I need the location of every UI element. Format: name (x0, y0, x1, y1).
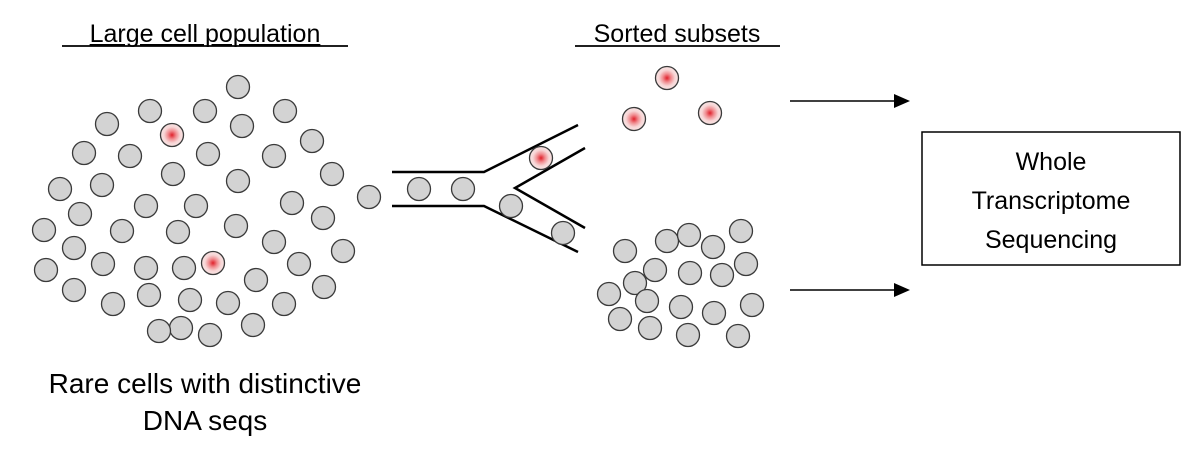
cell (596, 281, 622, 307)
cell (31, 217, 57, 243)
microfluidic-sorter (392, 123, 586, 254)
rare-cell (697, 100, 723, 126)
sorter-channel-upper-wall (392, 123, 579, 174)
sorter-channel-divider (512, 146, 586, 230)
sorter-channel-lower-wall (392, 204, 579, 254)
cell (675, 322, 701, 348)
cell (498, 193, 524, 219)
rare-cell (528, 145, 554, 171)
rare-cell (621, 106, 647, 132)
cell (725, 323, 751, 349)
cell (240, 312, 266, 338)
cell (223, 213, 249, 239)
cell (450, 176, 476, 202)
cell (168, 315, 194, 341)
cell (607, 306, 633, 332)
sequencing-box-line2: Transcriptome (972, 187, 1131, 215)
cell (330, 238, 356, 264)
cell (33, 257, 59, 283)
cell (197, 322, 223, 348)
cell (311, 274, 337, 300)
cell (47, 176, 73, 202)
sorted-title: Sorted subsets (594, 20, 761, 48)
cell (61, 277, 87, 303)
cell (67, 201, 93, 227)
rare-cell (654, 65, 680, 91)
cell (728, 218, 754, 244)
cell (279, 190, 305, 216)
cell (71, 140, 97, 166)
rare-cell (159, 122, 185, 148)
cell (146, 318, 172, 344)
cell (550, 220, 576, 246)
cell (668, 294, 694, 320)
cell (271, 291, 297, 317)
cell (677, 260, 703, 286)
cell (310, 205, 336, 231)
cell (195, 141, 221, 167)
cell (612, 238, 638, 264)
cell (642, 257, 668, 283)
population-title: Large cell population (90, 20, 321, 48)
cell (225, 168, 251, 194)
cell (701, 300, 727, 326)
cell (100, 291, 126, 317)
cell (243, 267, 269, 293)
cell (634, 288, 660, 314)
cell (94, 111, 120, 137)
sequencing-box-line1: Whole (1016, 148, 1087, 176)
cell-population (31, 74, 356, 348)
cell (160, 161, 186, 187)
cell (133, 255, 159, 281)
sequencing-box: Whole Transcriptome Sequencing (921, 131, 1181, 266)
cell (286, 251, 312, 277)
channel-cells (356, 145, 576, 246)
cell (192, 98, 218, 124)
cell (709, 262, 735, 288)
sorted-rare-subset (621, 65, 723, 132)
cell (319, 161, 345, 187)
cell (61, 235, 87, 261)
cell (171, 255, 197, 281)
cell (261, 143, 287, 169)
caption-line2: DNA seqs (143, 405, 268, 436)
cell (406, 176, 432, 202)
cell (117, 143, 143, 169)
cell (739, 292, 765, 318)
cell (165, 219, 191, 245)
cell (637, 315, 663, 341)
cell (133, 193, 159, 219)
cell (109, 218, 135, 244)
cell (622, 270, 648, 296)
cell (90, 251, 116, 277)
cell (733, 251, 759, 277)
cell (89, 172, 115, 198)
cell (654, 228, 680, 254)
cell (676, 222, 702, 248)
cell (272, 98, 298, 124)
caption-line1: Rare cells with distinctive (49, 368, 362, 399)
cell (177, 287, 203, 313)
cell (299, 128, 325, 154)
cell (356, 184, 382, 210)
cell (229, 113, 255, 139)
sorted-common-subset (596, 218, 765, 349)
cell (261, 229, 287, 255)
cell (137, 98, 163, 124)
rare-cell (200, 250, 226, 276)
cell (700, 234, 726, 260)
cell (225, 74, 251, 100)
arrow-rare-to-sequencing (790, 94, 910, 108)
cell (215, 290, 241, 316)
arrow-common-to-sequencing (790, 283, 910, 297)
cell (136, 282, 162, 308)
cell (183, 193, 209, 219)
sequencing-box-line3: Sequencing (985, 226, 1117, 254)
